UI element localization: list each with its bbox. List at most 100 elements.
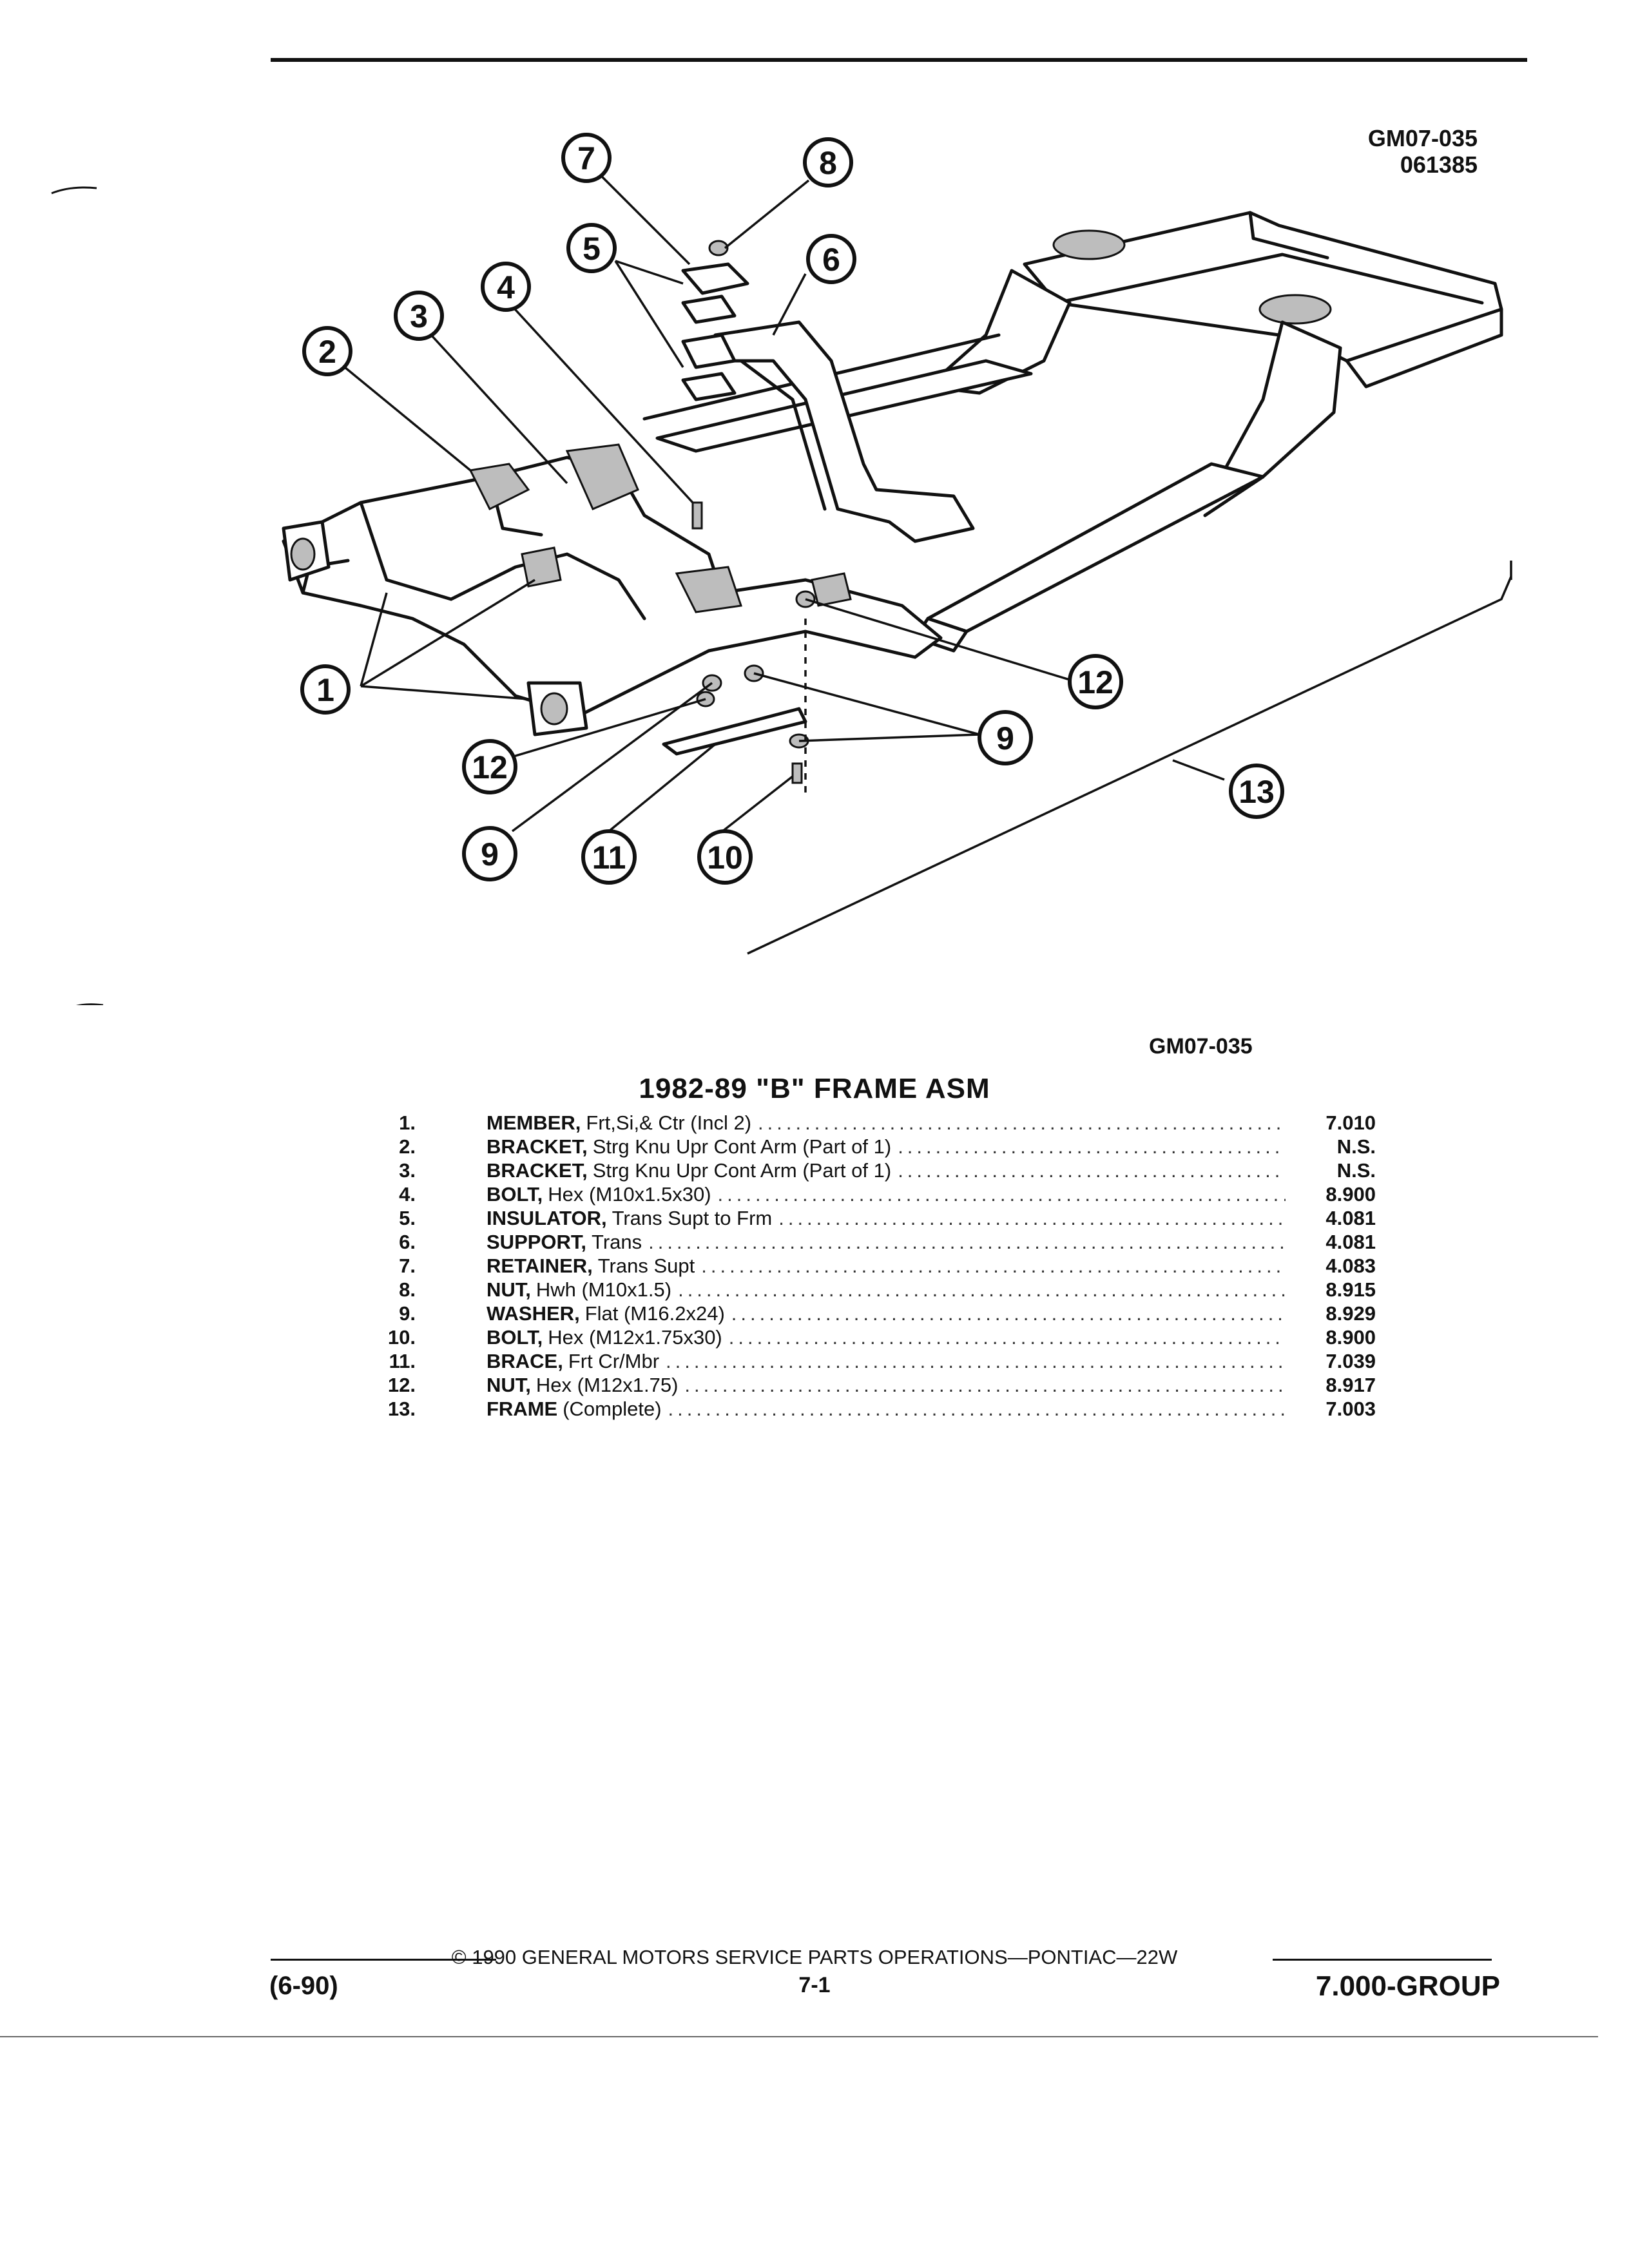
callout-6: 6: [806, 234, 856, 284]
part-description: Frt Cr/Mbr: [568, 1350, 660, 1372]
group-number: 8.900: [1325, 1183, 1376, 1206]
part-number: 7.: [399, 1254, 416, 1277]
part-description: Hex (M12x1.75): [535, 1374, 679, 1396]
mount-hardware: [681, 240, 749, 530]
copyright-line: © 1990 GENERAL MOTORS SERVICE PARTS OPER…: [451, 1946, 1178, 1968]
part-name: BRACE,: [487, 1350, 563, 1372]
callout-3: 3: [394, 291, 444, 341]
part-description: Hwh (M10x1.5): [535, 1278, 672, 1301]
part-number: 4.: [399, 1183, 416, 1206]
group-number: 4.081: [1325, 1207, 1376, 1229]
leader-dots: [718, 1183, 1286, 1206]
part-number: 8.: [399, 1278, 416, 1301]
parts-row: 13. FRAME (Complete) 7.003: [371, 1398, 1376, 1421]
drawing-code: GM07-035: [1367, 125, 1478, 151]
group-number: N.S.: [1336, 1159, 1376, 1182]
svg-text:12: 12: [1077, 664, 1113, 700]
callout-1: 1: [300, 664, 351, 715]
leader-dots: [648, 1231, 1286, 1254]
group-number: 4.083: [1325, 1254, 1376, 1277]
parts-row: 10. BOLT, Hex (M12x1.75x30) 8.900: [371, 1326, 1376, 1350]
leader-dots: [668, 1398, 1286, 1421]
part-number: 11.: [389, 1350, 416, 1372]
part-number: 10.: [387, 1326, 416, 1349]
group-number: 8.917: [1325, 1374, 1376, 1396]
part-name: NUT,: [487, 1374, 531, 1396]
parts-row: 3. BRACKET, Strg Knu Upr Cont Arm (Part …: [371, 1159, 1376, 1183]
leader-dots: [758, 1111, 1286, 1135]
callout-13: 13: [1229, 764, 1284, 819]
part-number: 1.: [399, 1111, 416, 1134]
part-number: 13.: [387, 1398, 416, 1420]
group-code: 7.000-GROUP: [1315, 1970, 1500, 2002]
callout-2: 2: [302, 326, 352, 376]
frame-assembly-diagram: 1 2 3 4 5 6 7 8 9 9 10 11: [51, 133, 1512, 1005]
svg-text:13: 13: [1239, 774, 1275, 810]
svg-text:2: 2: [318, 334, 336, 370]
parts-row: 6. SUPPORT, Trans 4.081: [371, 1231, 1376, 1254]
callout-5: 5: [566, 223, 617, 273]
part-name: WASHER,: [487, 1302, 580, 1325]
leader-dots: [684, 1374, 1286, 1397]
part-name: FRAME: [487, 1398, 558, 1420]
group-number: N.S.: [1336, 1135, 1376, 1158]
part-description: (Complete): [563, 1398, 662, 1420]
part-name: NUT,: [487, 1278, 531, 1301]
svg-text:8: 8: [819, 145, 837, 181]
part-name: BRACKET,: [487, 1159, 588, 1182]
svg-text:9: 9: [996, 720, 1014, 756]
svg-text:3: 3: [410, 298, 428, 334]
part-name: BOLT,: [487, 1183, 543, 1206]
parts-row: 12. NUT, Hex (M12x1.75) 8.917: [371, 1374, 1376, 1398]
part-name: INSULATOR,: [487, 1207, 607, 1229]
footer-rule-right: [1273, 1959, 1492, 1961]
assembly-title: 1982-89 "B" FRAME ASM: [639, 1073, 990, 1104]
part-name: BRACKET,: [487, 1135, 588, 1158]
bottom-edge-rule: [0, 2036, 1598, 2037]
parts-row: 2. BRACKET, Strg Knu Upr Cont Arm (Part …: [371, 1135, 1376, 1159]
svg-text:4: 4: [497, 269, 515, 305]
callout-7: 7: [561, 133, 612, 183]
part-description: Flat (M16.2x24): [584, 1302, 725, 1325]
parts-row: 11. BRACE, Frt Cr/Mbr 7.039: [371, 1350, 1376, 1374]
part-number: 5.: [399, 1207, 416, 1229]
group-number: 8.915: [1325, 1278, 1376, 1301]
footer-rule-left: [271, 1959, 496, 1961]
callout-9: 9: [978, 710, 1033, 765]
part-description: Trans: [592, 1231, 642, 1253]
part-description: Strg Knu Upr Cont Arm (Part of 1): [592, 1159, 892, 1182]
group-number: 8.929: [1325, 1302, 1376, 1325]
leader-dots: [666, 1350, 1286, 1373]
callout-8: 8: [803, 137, 853, 187]
caption-drawing-code: GM07-035: [1149, 1034, 1253, 1059]
leader-dots: [731, 1302, 1286, 1325]
part-name: RETAINER,: [487, 1254, 593, 1277]
part-number: 6.: [399, 1231, 416, 1253]
part-name: BOLT,: [487, 1326, 543, 1349]
svg-text:7: 7: [577, 140, 595, 177]
page-number: 7-1: [798, 1973, 831, 1997]
part-name: MEMBER,: [487, 1111, 581, 1134]
part-number: 2.: [399, 1135, 416, 1158]
part-description: Trans Supt to Frm: [612, 1207, 773, 1229]
svg-text:11: 11: [592, 840, 626, 876]
svg-text:5: 5: [583, 231, 601, 267]
svg-text:9: 9: [481, 836, 499, 872]
svg-text:10: 10: [707, 840, 743, 876]
parts-row: 1. MEMBER, Frt,Si,& Ctr (Incl 2) 7.010: [371, 1111, 1376, 1135]
revision-date: (6-90): [269, 1972, 338, 2000]
part-description: Hex (M12x1.75x30): [548, 1326, 722, 1349]
svg-text:12: 12: [472, 749, 508, 785]
leader-lines: [343, 173, 1225, 836]
scan-mark: [51, 186, 97, 195]
parts-row: 9. WASHER, Flat (M16.2x24) 8.929: [371, 1302, 1376, 1326]
leader-dots: [898, 1135, 1286, 1158]
top-rule: [271, 58, 1527, 62]
group-number: 7.010: [1325, 1111, 1376, 1134]
callout-4: 4: [481, 262, 531, 312]
parts-row: 7. RETAINER, Trans Supt 4.083: [371, 1254, 1376, 1278]
leader-dots: [729, 1326, 1286, 1349]
parts-row: 8. NUT, Hwh (M10x1.5) 8.915: [371, 1278, 1376, 1302]
leader-dots: [678, 1278, 1286, 1302]
part-description: Trans Supt: [597, 1254, 695, 1277]
